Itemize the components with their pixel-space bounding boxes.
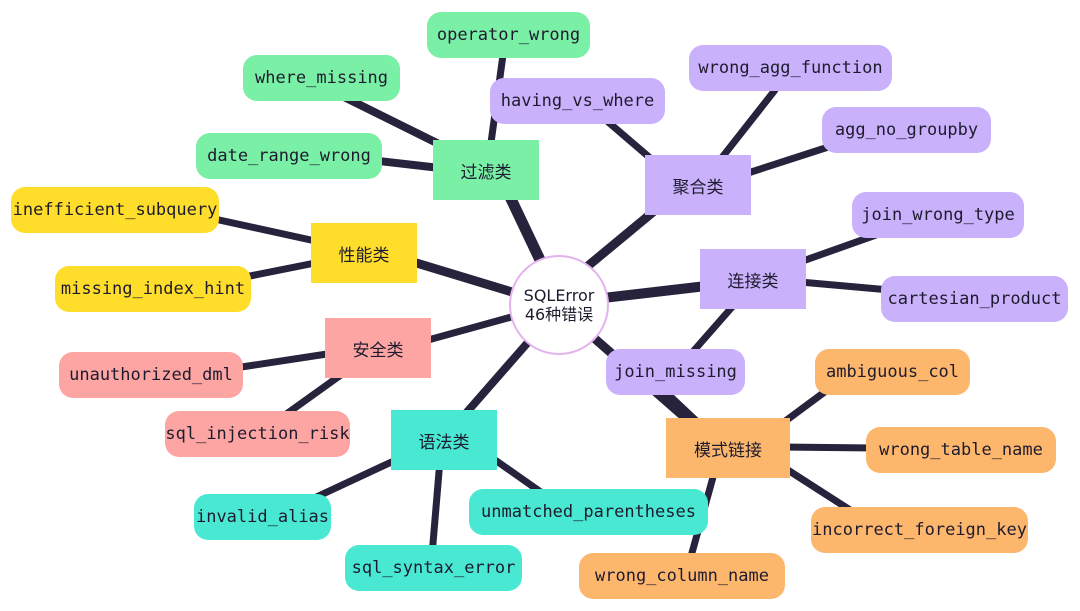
edge-performance-missing-index <box>236 258 324 282</box>
edge-center-syntax <box>456 336 534 424</box>
leaf-unmatched-parentheses: unmatched_parentheses <box>469 489 708 535</box>
category-join: 连接类 <box>700 249 806 309</box>
category-performance: 性能类 <box>311 223 417 283</box>
leaf-where-missing: where_missing <box>243 55 400 101</box>
edge-syntax-invalid-alias <box>306 454 404 504</box>
edge-schema-wrong-table <box>776 443 879 452</box>
leaf-sql-injection-risk: sql_injection_risk <box>165 411 350 457</box>
center-title: SQLError <box>523 286 595 305</box>
leaf-operator-wrong: operator_wrong <box>427 12 590 58</box>
center-subtitle: 46种错误 <box>524 305 594 324</box>
leaf-invalid-alias: invalid_alias <box>194 494 331 540</box>
leaf-date-range-wrong: date_range_wrong <box>196 133 382 179</box>
category-security: 安全类 <box>325 318 431 378</box>
leaf-inefficient-subquery: inefficient_subquery <box>11 187 219 233</box>
leaf-sql-syntax-error: sql_syntax_error <box>345 545 522 591</box>
edge-syntax-sql-syntax <box>428 456 444 559</box>
center-node: SQLError 46种错误 <box>509 255 609 355</box>
category-aggregate: 聚合类 <box>645 155 751 215</box>
leaf-agg-no-groupby: agg_no_groupby <box>822 107 991 153</box>
leaf-unauthorized-dml: unauthorized_dml <box>59 352 243 398</box>
leaf-having-vs-where: having_vs_where <box>490 78 665 124</box>
edge-aggregate-wrong-agg <box>716 86 779 164</box>
leaf-join-missing: join_missing <box>606 349 745 395</box>
category-syntax: 语法类 <box>391 410 497 470</box>
edge-join-cartesian <box>796 278 894 294</box>
leaf-wrong-agg-function: wrong_agg_function <box>689 45 892 91</box>
edge-security-injection <box>281 368 349 419</box>
leaf-cartesian-product: cartesian_product <box>881 276 1068 322</box>
leaf-wrong-column-name: wrong_column_name <box>579 553 785 599</box>
edge-security-unauthorized <box>231 348 344 372</box>
edge-performance-inefficient <box>206 214 324 246</box>
leaf-join-wrong-type: join_wrong_type <box>852 192 1024 238</box>
category-schema: 模式链接 <box>666 418 790 478</box>
edge-syntax-unmatched <box>484 451 549 499</box>
edge-schema-incorrect-fk <box>776 461 854 514</box>
leaf-incorrect-foreign-key: incorrect_foreign_key <box>811 507 1028 553</box>
leaf-ambiguous-col: ambiguous_col <box>815 349 970 395</box>
leaf-wrong-table-name: wrong_table_name <box>866 427 1056 473</box>
category-filter: 过滤类 <box>433 140 539 200</box>
leaf-missing-index-hint: missing_index_hint <box>55 266 251 312</box>
